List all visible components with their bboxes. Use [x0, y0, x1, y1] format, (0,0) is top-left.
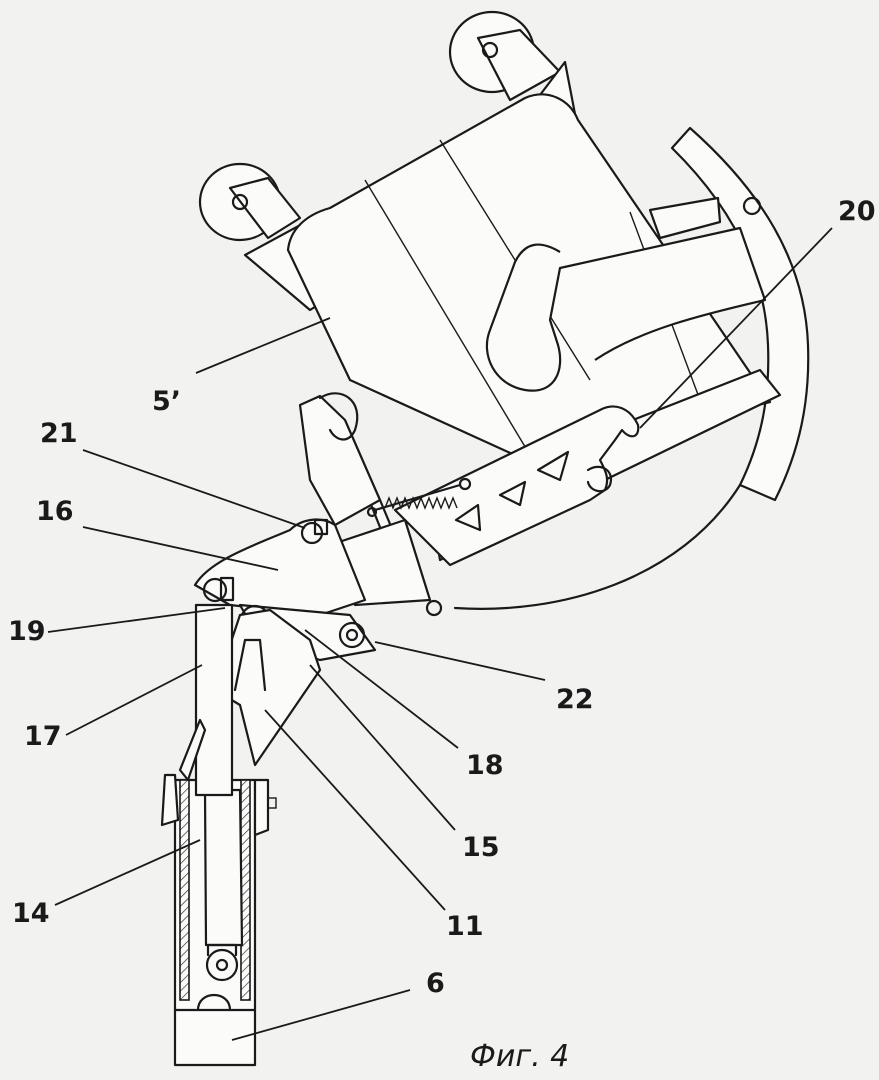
label-6: 6 — [426, 968, 445, 999]
column-tube — [162, 775, 276, 1065]
label-5: 5’ — [152, 386, 181, 417]
figure-caption: Фиг. 4 — [470, 1039, 569, 1074]
label-20: 20 — [838, 196, 876, 227]
label-16: 16 — [36, 496, 74, 527]
label-11: 11 — [446, 911, 484, 942]
label-21: 21 — [40, 418, 78, 449]
label-15: 15 — [462, 832, 500, 863]
label-17: 17 — [24, 721, 62, 752]
label-22: 22 — [556, 684, 594, 715]
label-19: 19 — [8, 616, 46, 647]
label-18: 18 — [466, 750, 504, 781]
front-wheel — [200, 164, 300, 240]
label-14: 14 — [12, 898, 50, 929]
strut-17 — [180, 605, 232, 795]
rear-wheel — [450, 12, 560, 100]
